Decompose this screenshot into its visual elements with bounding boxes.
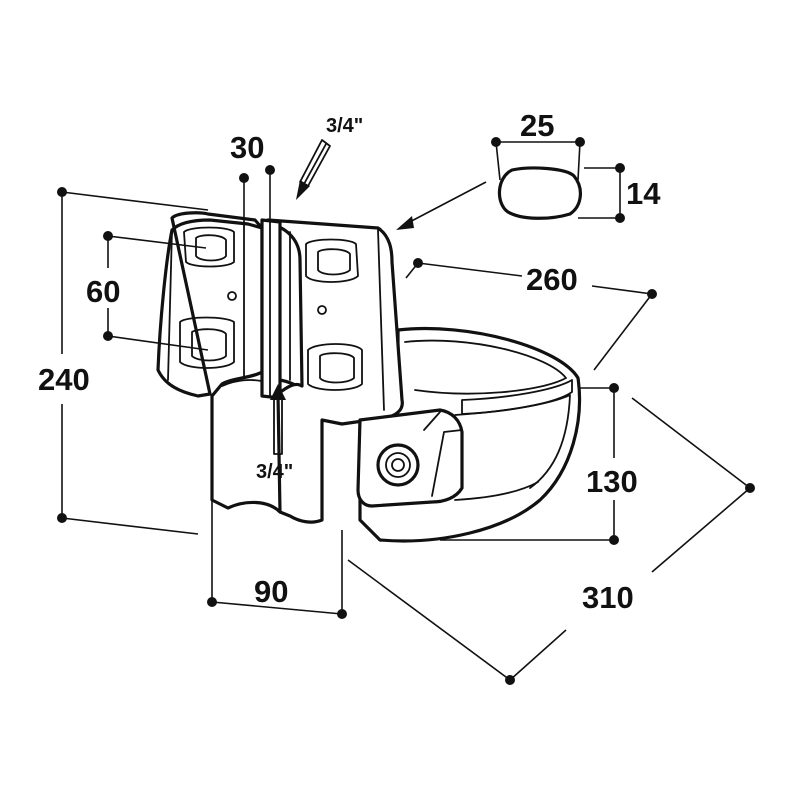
dim-25-dot-right xyxy=(575,137,585,147)
dim-14-dot-top xyxy=(615,163,625,173)
label-thread-top: 3/4" xyxy=(326,115,363,137)
valve-nut-core xyxy=(391,458,405,472)
dim-90-dot-right xyxy=(337,609,347,619)
right-upper-slot xyxy=(305,238,359,283)
label-260: 260 xyxy=(526,262,578,297)
dim-60-ext-top xyxy=(107,235,207,249)
left-lower-slot xyxy=(179,316,235,369)
thread-top-arrow-head xyxy=(296,180,310,200)
paddle-detail xyxy=(497,166,582,220)
label-240: 240 xyxy=(38,362,90,397)
dimension-lines xyxy=(57,137,755,685)
dim-260-line-right xyxy=(591,285,653,295)
label-310: 310 xyxy=(582,580,634,615)
dim-130-dot-top xyxy=(609,383,619,393)
dim-310-dot-bottom xyxy=(505,675,515,685)
label-130: 130 xyxy=(586,464,638,499)
dim-310-ext-top xyxy=(631,397,751,489)
thread-bottom-arrow-body xyxy=(273,397,283,455)
dim-310-line-upper xyxy=(651,487,751,573)
vertical-pipe xyxy=(260,218,282,400)
left-upper-hole xyxy=(195,234,227,262)
pipe-body xyxy=(260,218,282,400)
left-upper-slot xyxy=(183,226,235,268)
valve-housing-edge-2 xyxy=(431,429,463,497)
right-upper-hole xyxy=(317,248,351,276)
dim-260-dot-right xyxy=(647,289,657,299)
dim-25-dot-left xyxy=(491,137,501,147)
dim-60-dot-bottom xyxy=(103,331,113,341)
left-plate-rivet xyxy=(227,291,237,301)
bowl-curve-2 xyxy=(454,481,539,501)
dim-310-dot-top xyxy=(745,483,755,493)
dim-310-ext-bottom xyxy=(347,559,511,681)
dim-25-ext-left xyxy=(495,141,501,181)
paddle-shape xyxy=(497,166,582,220)
dim-60-ext-bottom xyxy=(107,335,209,351)
dimension-labels: 25 14 260 130 310 90 240 60 30 3/4" 3/4" xyxy=(38,108,661,615)
left-plate-front-edge xyxy=(167,229,173,381)
dim-310-line-lower xyxy=(509,629,567,681)
valve-nut-inner xyxy=(385,452,411,478)
label-30: 30 xyxy=(230,130,264,165)
thread-bottom-arrow-head xyxy=(270,384,286,400)
paddle-arrow-head xyxy=(396,216,414,230)
paddle-arrow-line xyxy=(401,181,487,227)
dim-260-dot-left xyxy=(413,258,423,268)
dim-30-dot-right xyxy=(265,165,275,175)
right-plate-rivet xyxy=(317,305,327,315)
dim-260-ext-right xyxy=(593,293,653,371)
right-lower-hole xyxy=(319,352,355,384)
dim-14-dot-bottom xyxy=(615,213,625,223)
dim-240-ext-top xyxy=(61,191,209,211)
label-25: 25 xyxy=(520,108,554,143)
right-plate-outline xyxy=(266,218,404,524)
label-60: 60 xyxy=(86,274,120,309)
bracket-right-plate xyxy=(266,218,404,524)
label-thread-bottom: 3/4" xyxy=(256,461,293,483)
dim-30-dot-left xyxy=(239,173,249,183)
label-90: 90 xyxy=(254,574,288,609)
valve-box xyxy=(356,408,464,508)
dim-25-ext-right xyxy=(577,141,581,181)
bowl-rim-inner xyxy=(404,339,567,395)
left-lower-hole xyxy=(191,328,227,362)
dim-240-dot-top xyxy=(57,187,67,197)
label-14: 14 xyxy=(626,176,661,211)
right-plate-edge xyxy=(377,229,385,411)
thread-top-arrow-shaft xyxy=(303,143,327,185)
valve-nut-outer xyxy=(376,443,420,487)
dim-130-dot-bottom xyxy=(609,535,619,545)
dim-260-line-left xyxy=(417,262,523,277)
dim-240-dot-bottom xyxy=(57,513,67,523)
dim-90-dot-left xyxy=(207,597,217,607)
dim-240-ext-bottom xyxy=(61,517,199,535)
valve-housing-edge-1 xyxy=(423,411,441,431)
bowl-curve-1 xyxy=(454,394,571,489)
dim-60-dot-top xyxy=(103,231,113,241)
dim-90-line xyxy=(211,601,343,615)
right-lower-slot xyxy=(307,343,363,391)
